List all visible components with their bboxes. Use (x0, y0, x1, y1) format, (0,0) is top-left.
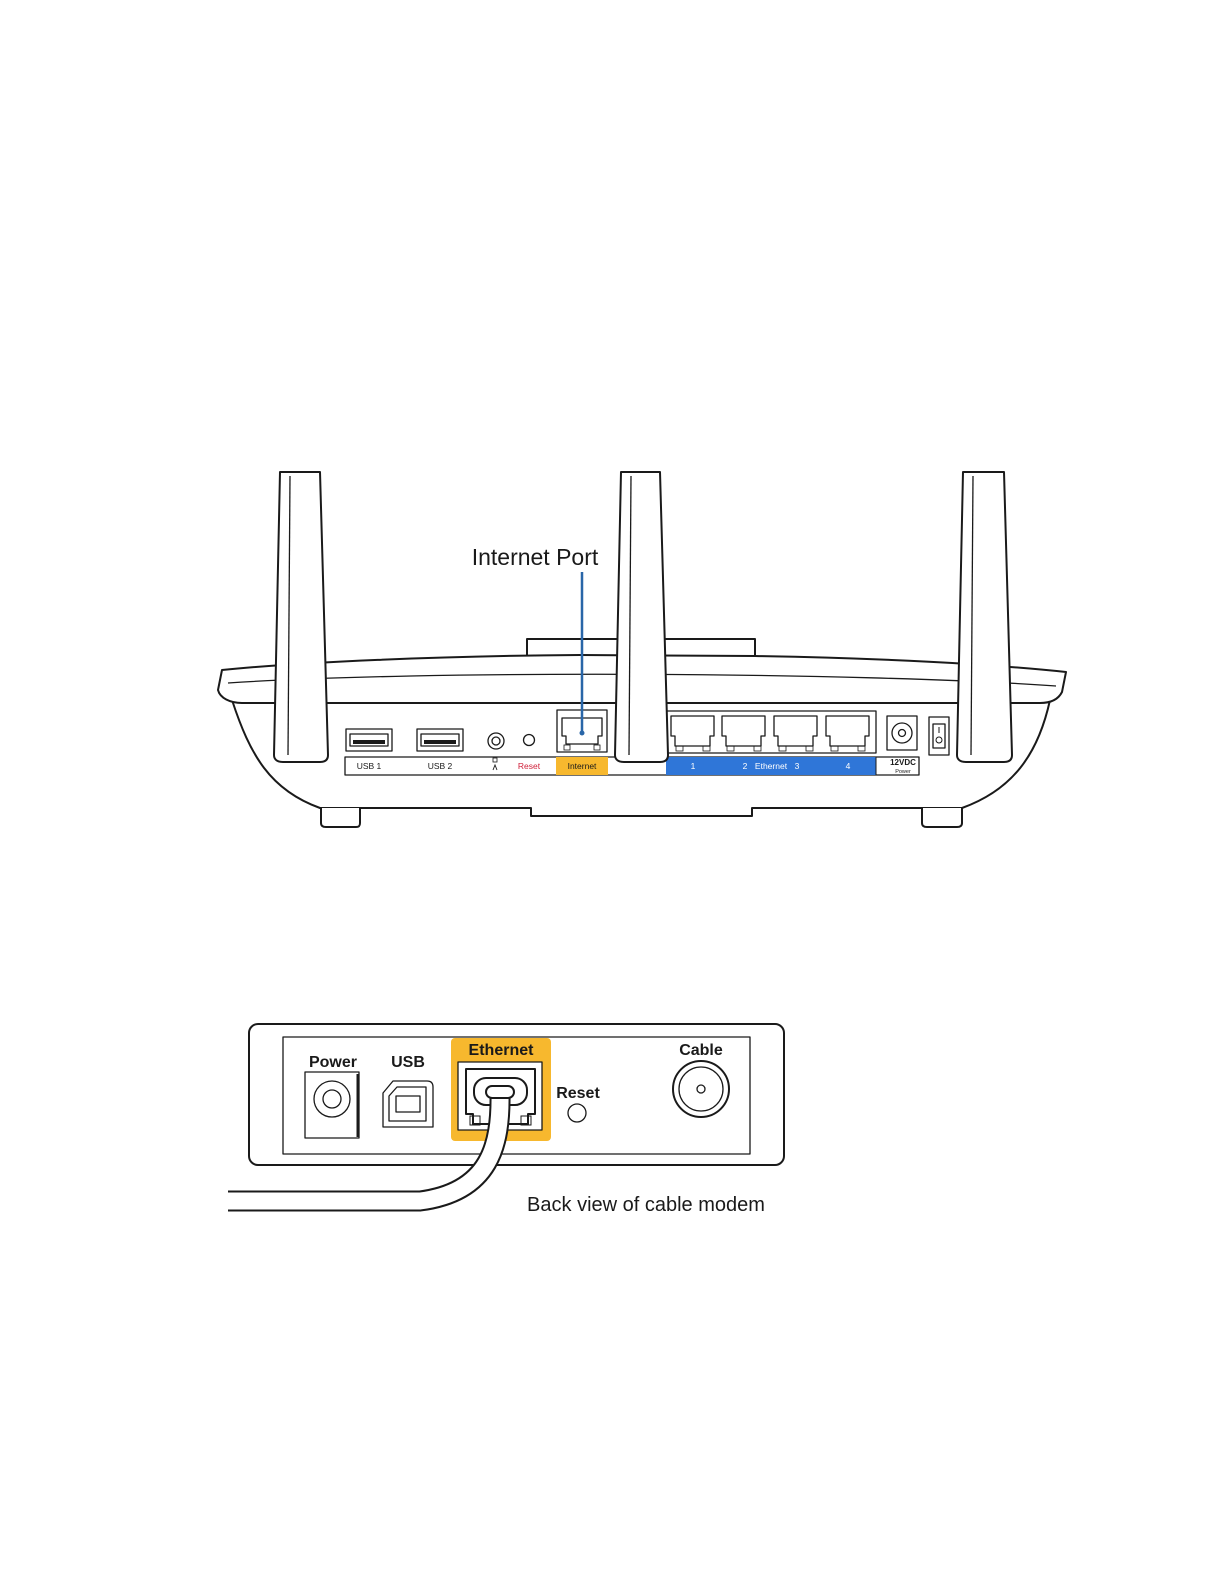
usb2-port (417, 729, 463, 751)
router-power-label: Power (895, 769, 911, 775)
router-reset-label: Reset (518, 761, 541, 771)
usb2-label: USB 2 (428, 761, 453, 771)
eth4-label: 4 (846, 761, 851, 771)
modem-power-label: Power (309, 1054, 357, 1071)
modem-cable-connector (673, 1061, 729, 1117)
antenna-center (615, 472, 668, 762)
router-foot-right (922, 808, 962, 827)
eth2-label: 2 (743, 761, 748, 771)
usb1-port (346, 729, 392, 751)
modem-reset-label: Reset (556, 1085, 600, 1102)
internet-label: Internet (568, 761, 597, 771)
callout-dot (580, 731, 585, 736)
modem-cable-label: Cable (679, 1042, 723, 1059)
power-voltage-label: 12VDC (890, 758, 916, 767)
modem-reset-hole (568, 1104, 586, 1122)
modem-power-jack (305, 1072, 359, 1138)
ethernet-port-group (666, 711, 876, 753)
router-foot-left (321, 808, 360, 827)
antenna-left (274, 472, 328, 762)
ethernet-label: Ethernet (755, 761, 788, 771)
power-switch (929, 717, 949, 755)
internet-port-callout-label: Internet Port (472, 544, 599, 570)
modem-ethernet-label: Ethernet (469, 1042, 535, 1059)
eth1-label: 1 (691, 761, 696, 771)
antenna-right (957, 472, 1012, 762)
modem-usb-port (383, 1081, 433, 1127)
reset-hole (524, 735, 535, 746)
wps-button-inner (492, 737, 500, 745)
cable-plug (486, 1086, 514, 1098)
router-power-jack (887, 716, 917, 750)
modem-usb-label: USB (391, 1054, 425, 1071)
eth3-label: 3 (795, 761, 800, 771)
cable-modem-back-view: Power USB Ethernet Reset Cable Back view… (228, 1024, 784, 1216)
router-back-view: Internet Port USB 1 USB 2 Reset Internet… (218, 472, 1066, 827)
usb1-label: USB 1 (357, 761, 382, 771)
modem-caption: Back view of cable modem (527, 1194, 765, 1216)
